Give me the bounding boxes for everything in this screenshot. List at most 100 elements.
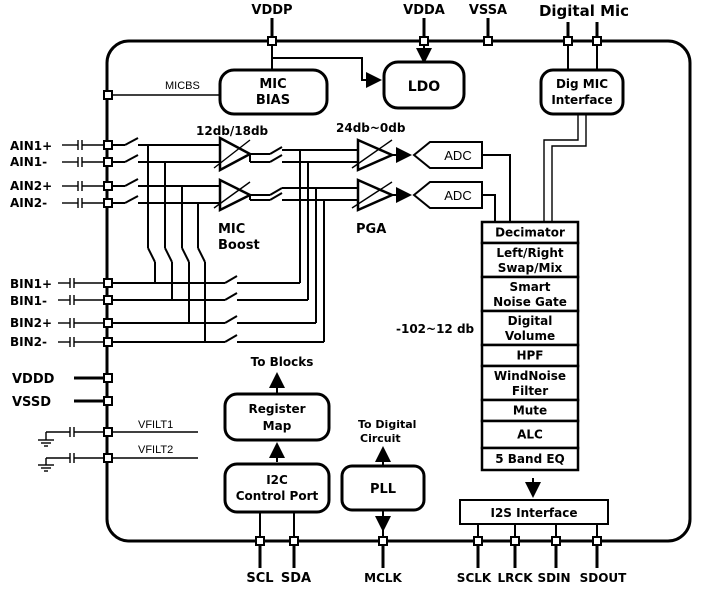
- ain2p-label: AIN2+: [10, 179, 52, 193]
- i2c-label-1: I2C: [266, 473, 288, 487]
- volume-range-label: -102~12 db: [396, 322, 475, 336]
- dsp-stage-1: [480, 241, 580, 279]
- adc-block-1: ADC: [412, 141, 483, 169]
- dsp-stage-label-2-0: Smart: [510, 280, 551, 294]
- i2c-control-port-block: [223, 462, 331, 514]
- mic-boost-amp-2: [213, 177, 253, 213]
- pin-vfilt1: [103, 427, 113, 437]
- pin-sdin: [551, 536, 561, 546]
- dsp-stage-label-1-0: Left/Right: [496, 246, 564, 260]
- i2s-interface-block: [459, 499, 609, 525]
- pin-vssa: [483, 36, 493, 46]
- dig-mic-label-2: Interface: [551, 93, 612, 107]
- ldo-label: LDO: [408, 79, 441, 95]
- dsp-stage-label-5-1: Filter: [512, 384, 548, 398]
- pin-vssd: [103, 396, 113, 406]
- pin-sda: [289, 536, 299, 546]
- dig-mic-label-1: Dig MIC: [556, 77, 608, 91]
- pin-dmic-1: [563, 36, 573, 46]
- i2c-label-2: Control Port: [236, 489, 319, 503]
- pin-micbs: [103, 90, 113, 100]
- register-map-label-1: Register: [248, 402, 305, 416]
- pin-vssa-label: VSSA: [469, 3, 507, 18]
- adc-label-2: ADC: [444, 188, 471, 203]
- to-digital-label-2: Circuit: [360, 432, 401, 445]
- mic-bias-label-1: MIC: [259, 77, 286, 92]
- vfilt1-label: VFILT1: [138, 419, 173, 431]
- dsp-stage-label-6-0: Mute: [513, 404, 547, 418]
- ldo-block: [382, 60, 466, 110]
- dsp-stage-label-3-0: Digital: [508, 314, 553, 328]
- pll-label: PLL: [370, 482, 396, 497]
- boost-gain-label: 12db/18db: [196, 124, 269, 138]
- pin-ain2n: [103, 198, 113, 208]
- to-digital-label-1: To Digital: [358, 418, 416, 431]
- pin-vddp-label: VDDP: [251, 3, 292, 18]
- lrck-label: LRCK: [498, 571, 534, 585]
- register-map-label-2: Map: [263, 419, 292, 433]
- pin-vdda: [419, 36, 429, 46]
- dig-mic-interface-block: [539, 68, 625, 116]
- dsp-stage-label-0-0: Decimator: [495, 226, 565, 240]
- pga-label: PGA: [356, 222, 386, 237]
- ain-inputs: AIN1+ AIN1- AIN2+ AIN2-: [10, 139, 52, 210]
- pin-ain2p: [103, 181, 113, 191]
- dsp-stage-label-1-1: Swap/Mix: [498, 261, 563, 275]
- pin-mclk: [378, 536, 388, 546]
- adc-block-2: ADC: [412, 181, 483, 209]
- pin-vdda-label: VDDA: [403, 3, 445, 18]
- mic-boost-label-1: MIC: [218, 222, 245, 237]
- pga-amp-2: [351, 178, 396, 212]
- pin-sdout: [592, 536, 602, 546]
- dsp-stage-label-2-1: Noise Gate: [493, 295, 567, 309]
- dsp-stage-label-4-0: HPF: [516, 349, 543, 363]
- ain1p-label: AIN1+: [10, 139, 52, 153]
- sda-label: SDA: [281, 571, 311, 586]
- pin-ain1p: [103, 140, 113, 150]
- pin-vddd: [103, 373, 113, 383]
- bin-inputs: BIN1+ BIN1- BIN2+ BIN2-: [10, 277, 52, 349]
- bin2p-label: BIN2+: [10, 316, 52, 330]
- sclk-label: SCLK: [457, 571, 492, 585]
- sdin-label: SDIN: [537, 571, 570, 585]
- sdout-label: SDOUT: [580, 571, 628, 585]
- bin1n-label: BIN1-: [10, 294, 47, 308]
- pin-bin1p: [103, 278, 113, 288]
- mclk-label: MCLK: [364, 571, 402, 585]
- dsp-stage-label-5-0: WindNoise: [494, 369, 566, 383]
- pin-digital-mic-label: Digital Mic: [539, 2, 629, 20]
- pin-bin2n: [103, 337, 113, 347]
- mic-bias-label-2: BIAS: [256, 93, 290, 108]
- vfilt2-label: VFILT2: [138, 444, 173, 456]
- scl-label: SCL: [246, 571, 273, 586]
- dsp-stage-label-3-1: Volume: [505, 329, 555, 343]
- pin-vfilt2: [103, 453, 113, 463]
- dsp-stage-label-8-0: 5 Band EQ: [495, 452, 564, 466]
- dsp-stage-8: [480, 446, 580, 472]
- pga-gain-label: 24db~0db: [336, 121, 406, 135]
- mic-bias-block: [218, 68, 329, 116]
- register-map-block: [223, 392, 331, 442]
- bin1p-label: BIN1+: [10, 277, 52, 291]
- pin-dmic-2: [592, 36, 602, 46]
- vddd-label: VDDD: [12, 372, 55, 387]
- pin-vddp: [267, 36, 277, 46]
- i2s-label: I2S Interface: [490, 506, 577, 520]
- pin-sclk: [473, 536, 483, 546]
- pin-bin2p: [103, 318, 113, 328]
- bin2n-label: BIN2-: [10, 335, 47, 349]
- pin-scl: [255, 536, 265, 546]
- chip-outline: [105, 39, 692, 543]
- pin-bin1n: [103, 295, 113, 305]
- pin-lrck: [510, 536, 520, 546]
- ain2n-label: AIN2-: [10, 196, 47, 210]
- ain1n-label: AIN1-: [10, 155, 47, 169]
- vssd-label: VSSD: [12, 395, 51, 410]
- pga-amp-1: [351, 138, 396, 172]
- adc-label-1: ADC: [444, 148, 471, 163]
- mic-boost-amp-1: [213, 135, 253, 173]
- pin-ain1n: [103, 157, 113, 167]
- dsp-stage-3: [480, 309, 580, 347]
- mic-boost-label-2: Boost: [218, 238, 260, 253]
